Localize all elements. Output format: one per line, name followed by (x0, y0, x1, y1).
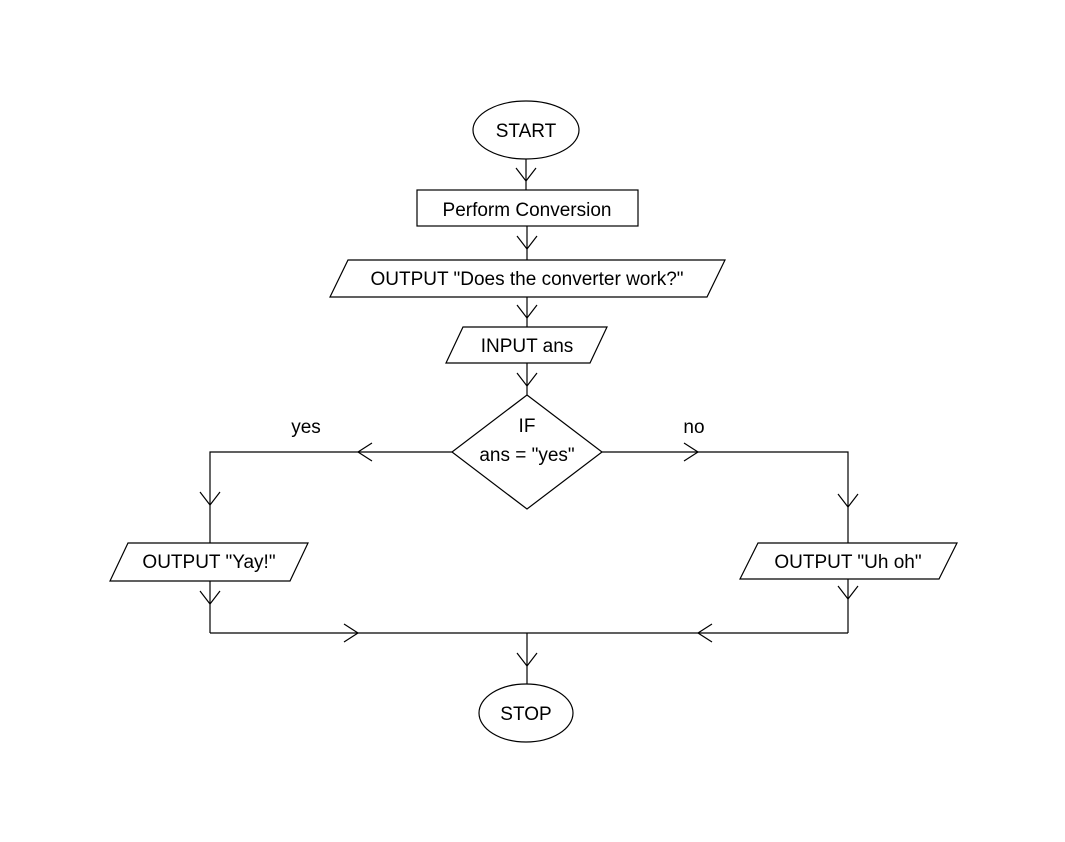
perform-conversion-process: Perform Conversion (416, 189, 639, 227)
start-terminator: START (472, 100, 580, 160)
decision-shape (451, 394, 603, 510)
arrowhead-yes-merge (343, 623, 360, 643)
start-label: START (496, 121, 557, 142)
input-ans-parallelogram: INPUT ans (445, 326, 608, 364)
arrowhead-no-merge (696, 623, 713, 643)
arrowhead-input-to-decision (516, 372, 538, 387)
yes-branch-label: yes (291, 417, 321, 438)
output-question-label: OUTPUT "Does the converter work?" (370, 269, 683, 290)
edge-decision-yes-branch (209, 451, 452, 543)
output-question-parallelogram: OUTPUT "Does the converter work?" (329, 259, 726, 298)
start-ellipse (472, 100, 580, 160)
stop-terminator: STOP (478, 683, 574, 743)
output-yay-shape (109, 542, 309, 582)
arrowhead-output-question-to-input (516, 304, 538, 319)
input-ans-label: INPUT ans (481, 336, 574, 357)
decision-label-line1: IF (519, 416, 536, 437)
process-rect (416, 189, 639, 227)
arrowhead-yes-horizontal (356, 442, 373, 462)
arrowhead-no-vertical (837, 493, 859, 508)
stop-label: STOP (500, 704, 551, 725)
output-uhoh-parallelogram: OUTPUT "Uh oh" (739, 542, 958, 580)
output-uhoh-label: OUTPUT "Uh oh" (774, 552, 921, 573)
arrowhead-no-horizontal (683, 442, 700, 462)
output-yay-parallelogram: OUTPUT "Yay!" (109, 542, 309, 582)
no-branch-label: no (683, 417, 704, 438)
arrowhead-merge-to-stop (516, 652, 538, 667)
output-uhoh-shape (739, 542, 958, 580)
perform-conversion-label: Perform Conversion (443, 200, 612, 221)
arrowhead-below-output-yay (199, 590, 221, 605)
arrowhead-yes-vertical (199, 491, 221, 506)
edge-decision-no-branch (602, 451, 849, 543)
output-question-shape (329, 259, 726, 298)
output-yay-label: OUTPUT "Yay!" (142, 552, 275, 573)
decision-diamond: IF ans = "yes" (451, 394, 603, 510)
arrowhead-below-output-uhoh (837, 585, 859, 600)
stop-ellipse (478, 683, 574, 743)
decision-label-line2: ans = "yes" (479, 445, 574, 466)
arrowhead-process-to-output-question (516, 235, 538, 250)
arrowhead-start-to-process (515, 167, 537, 182)
input-ans-shape (445, 326, 608, 364)
